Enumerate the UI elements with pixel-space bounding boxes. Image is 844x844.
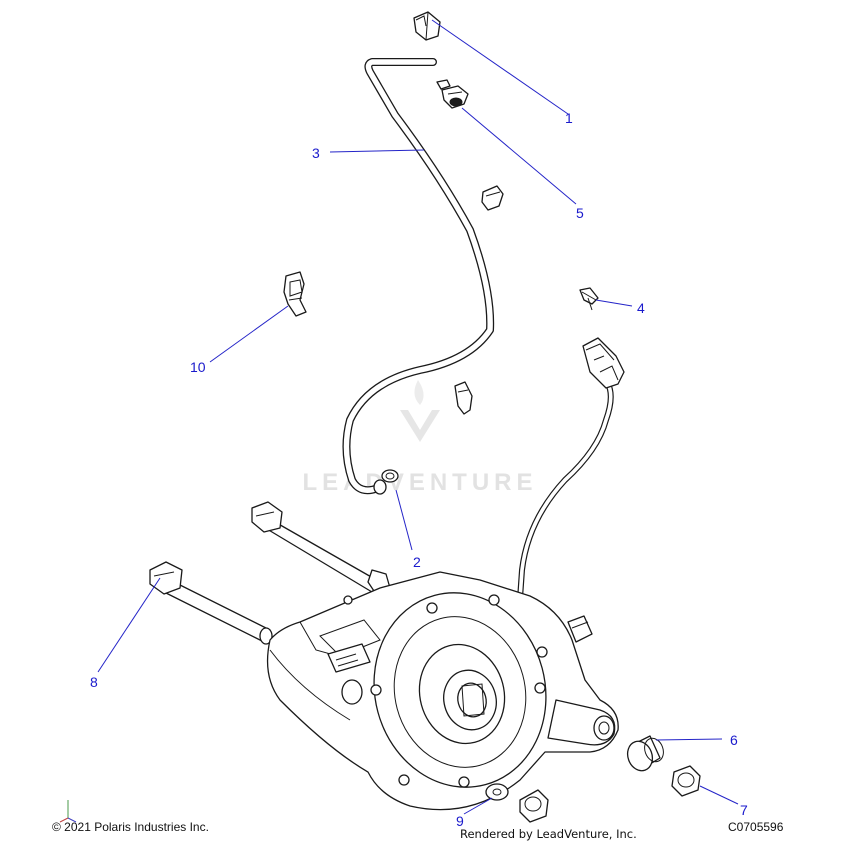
callout-3: 3: [312, 145, 320, 161]
leader-4: [595, 299, 633, 307]
rendered-by-text: Rendered by LeadVenture, Inc.: [460, 827, 637, 841]
vent-hose-part-3: [342, 58, 495, 495]
gearcase-housing: [266, 571, 619, 811]
leader-10: [209, 305, 289, 363]
leader-9: [463, 797, 493, 815]
callout-8: 8: [90, 674, 98, 690]
center-clip: [454, 381, 473, 415]
push-clip-part-4: [579, 287, 599, 311]
axis-triad-icon: [59, 800, 77, 823]
callout-4: 4: [637, 300, 645, 316]
mounting-bolt-part-8: [149, 561, 273, 645]
hose-clamp-part-2: [381, 469, 399, 483]
mounting-bolt-upper: [251, 501, 391, 595]
vent-fitting-part-5: [436, 79, 469, 109]
speed-sensor-harness: [512, 337, 625, 673]
nut-part-7: [671, 765, 701, 797]
leader-lines: [97, 19, 739, 815]
vent-fastener-clip: [481, 185, 504, 211]
leader-1: [431, 19, 569, 115]
callout-5: 5: [576, 205, 584, 221]
callout-7: 7: [740, 802, 748, 818]
callout-1: 1: [565, 110, 573, 126]
harness-clip-part-10: [283, 271, 307, 317]
callout-2: 2: [413, 554, 421, 570]
watermark-text: LEADVENTURE: [302, 469, 537, 496]
gearcase-logo-plate: [327, 643, 371, 673]
output-spline: [567, 615, 593, 643]
leader-6: [655, 738, 723, 741]
bushing-part-6: [626, 735, 664, 772]
vent-cap-part-1: [413, 11, 441, 41]
leader-8: [97, 577, 161, 673]
leader-2: [395, 489, 413, 551]
callout-10: 10: [190, 359, 206, 375]
flange-nut: [519, 789, 549, 823]
callout-9: 9: [456, 813, 464, 829]
washer-part-9: [485, 783, 509, 801]
copyright-text: © 2021 Polaris Industries Inc.: [52, 820, 209, 834]
callout-labels: 1 2 3 4 5 6 7 8 9 10: [90, 110, 748, 829]
leader-7: [699, 785, 739, 805]
leadventure-watermark: LEADVENTURE: [302, 380, 537, 496]
leader-5: [461, 107, 577, 205]
diagram-code: C0705596: [728, 820, 784, 834]
callout-6: 6: [730, 732, 738, 748]
leader-3: [329, 149, 425, 153]
